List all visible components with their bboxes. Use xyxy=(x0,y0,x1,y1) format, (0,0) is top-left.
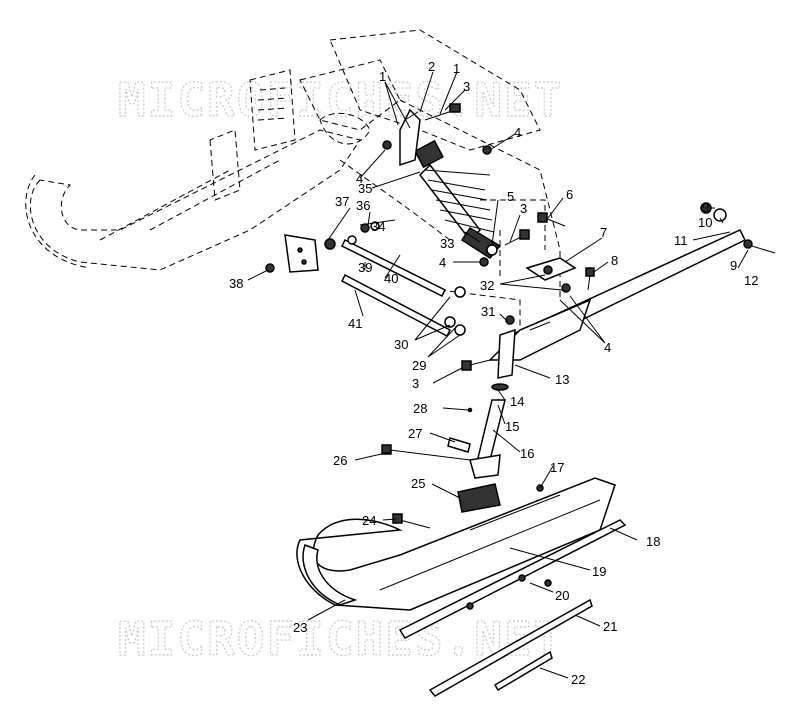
bracket-32 xyxy=(525,257,577,293)
callout-18: 18 xyxy=(646,534,660,549)
callout-6: 6 xyxy=(566,187,573,202)
ski xyxy=(296,477,616,611)
callout-35: 35 xyxy=(358,181,372,196)
ball-joints xyxy=(444,286,466,336)
shock-bracket xyxy=(399,108,421,167)
callout-40: 40 xyxy=(384,271,398,286)
callout-21: 21 xyxy=(603,619,617,634)
callout-4-c: 4 xyxy=(439,255,446,270)
end-hardware xyxy=(700,202,776,254)
phantom-chassis xyxy=(299,29,561,330)
callout-23: 23 xyxy=(293,620,307,635)
callout-36: 36 xyxy=(356,198,370,213)
callout-4-b: 4 xyxy=(356,171,363,186)
callout-14: 14 xyxy=(510,394,524,409)
callout-39: 39 xyxy=(358,260,372,275)
callout-11: 11 xyxy=(674,233,688,248)
callout-26: 26 xyxy=(333,453,347,468)
callout-20: 20 xyxy=(555,588,569,603)
callout-13: 13 xyxy=(555,372,569,387)
callout-41: 41 xyxy=(348,316,362,331)
callout-22: 22 xyxy=(571,672,585,687)
callout-32: 32 xyxy=(480,278,494,293)
bolt-3-mid xyxy=(504,229,530,246)
bolt-3-low xyxy=(461,359,491,371)
nut-4 xyxy=(479,257,489,267)
callout-7: 7 xyxy=(600,225,607,240)
callout-33: 33 xyxy=(440,236,454,251)
callout-1-b: 1 xyxy=(453,61,460,76)
leader-lines xyxy=(247,71,749,679)
callout-10: 10 xyxy=(698,215,712,230)
watermark-top: MICROFICHES.NET xyxy=(118,73,563,127)
callout-8: 8 xyxy=(611,253,618,268)
callout-12: 12 xyxy=(744,273,758,288)
ski-pad xyxy=(457,483,501,513)
bolt-6 xyxy=(537,212,566,227)
callout-25: 25 xyxy=(411,476,425,491)
callout-5: 5 xyxy=(507,189,514,204)
callout-30: 30 xyxy=(394,337,408,352)
bolt-26 xyxy=(381,444,471,461)
callout-labels: 1 2 1 3 4 4 35 5 6 37 36 34 3 33 9 10 11… xyxy=(229,59,758,687)
shock-absorber xyxy=(414,139,502,259)
callout-27: 27 xyxy=(408,426,422,441)
top-bolts xyxy=(382,103,492,155)
callout-24: 24 xyxy=(362,513,376,528)
callout-9: 9 xyxy=(702,200,709,215)
spindle-mount xyxy=(469,454,501,479)
callout-37: 37 xyxy=(335,194,349,209)
callout-4-d: 4 xyxy=(604,340,611,355)
callout-16: 16 xyxy=(520,446,534,461)
callout-29: 29 xyxy=(412,358,426,373)
callout-3-c: 3 xyxy=(412,376,419,391)
wear-bars xyxy=(398,519,627,697)
callout-9-b: 9 xyxy=(730,258,737,273)
callout-19: 19 xyxy=(592,564,606,579)
spindle xyxy=(477,315,516,461)
callout-38: 38 xyxy=(229,276,243,291)
callout-3-b: 3 xyxy=(520,201,527,216)
pin-27 xyxy=(447,437,471,453)
callout-15: 15 xyxy=(505,419,519,434)
callout-2: 2 xyxy=(428,59,435,74)
steering-arm xyxy=(488,229,747,361)
callout-34: 34 xyxy=(371,219,385,234)
pin-28 xyxy=(467,407,473,413)
callout-17: 17 xyxy=(550,460,564,475)
callout-28: 28 xyxy=(413,401,427,416)
bolt-8 xyxy=(585,267,595,291)
bolt-24 xyxy=(392,513,431,529)
callout-4: 4 xyxy=(514,125,521,140)
link-rods xyxy=(324,221,451,338)
callout-3: 3 xyxy=(463,79,470,94)
callout-31: 31 xyxy=(481,304,495,319)
plate-38 xyxy=(265,234,319,273)
phantom-ski-assembly xyxy=(25,69,371,271)
callout-1: 1 xyxy=(379,69,386,84)
